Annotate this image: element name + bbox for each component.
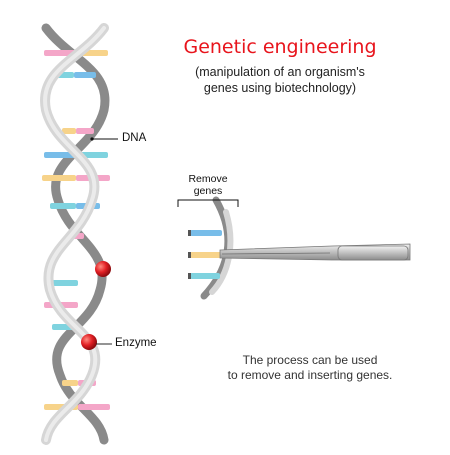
base-pair [62,380,78,386]
page-subtitle: (manipulation of an organism's genes usi… [175,64,385,96]
enzyme-molecule [95,261,111,277]
remove-label-line: genes [193,185,223,197]
subtitle-line: genes using biotechnology) [203,81,357,95]
enzyme-label: Enzyme [115,337,157,349]
process-caption: The process can be used to remove and in… [190,353,430,383]
base-pair [42,175,76,181]
page-title: Genetic engineering [183,36,377,58]
fragment-base [190,273,220,279]
dna-label: DNA [122,132,147,144]
fragment-base [190,252,222,258]
base-pair [62,128,76,134]
fragment-base [190,230,222,236]
remove-label-line: Remove [188,173,228,185]
dna-leader-dot [90,137,94,141]
subtitle-line: (manipulation of an organism's [195,65,365,79]
enzyme-molecule [81,334,97,350]
dna-backbone-light-edge [43,26,106,442]
tweezers-icon [219,243,411,261]
base-pair [48,280,78,286]
base-pair [76,128,94,134]
caption-line: to remove and inserting genes. [227,368,393,382]
base-pair [74,72,96,78]
remove-genes-label: Remove genes [168,173,248,197]
remove-genes-bracket [177,199,239,207]
base-pair [78,404,110,410]
caption-line: The process can be used [242,353,378,367]
base-pair [44,50,76,56]
base-pair [44,152,76,158]
base-pair [50,203,76,209]
fragment-base-ends [188,230,191,279]
